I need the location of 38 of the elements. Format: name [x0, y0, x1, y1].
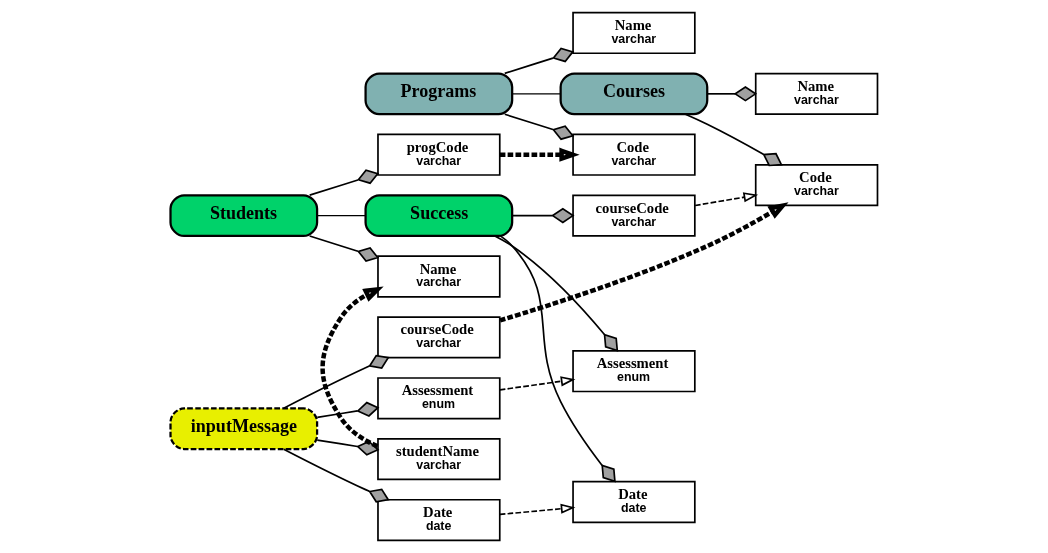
connector	[494, 235, 619, 352]
arrow	[694, 192, 759, 207]
node-box: Students	[169, 194, 319, 238]
connector	[308, 169, 380, 196]
connector	[503, 113, 575, 141]
connector	[499, 235, 616, 483]
connector	[308, 235, 380, 262]
connector	[511, 207, 575, 224]
node-box: courseCode varchar	[572, 194, 696, 237]
arrow	[499, 202, 789, 323]
connector	[706, 86, 758, 102]
node-box: progCode varchar	[377, 133, 501, 176]
node-box: Name varchar	[572, 11, 696, 55]
node-box: Code varchar	[754, 164, 879, 207]
node-box: Code varchar	[572, 133, 696, 176]
connector	[316, 401, 380, 419]
node-box: studentName varchar	[377, 438, 501, 481]
node-box: Courses	[559, 72, 709, 116]
node-box: Date date	[377, 498, 501, 542]
node-box: Assessment enum	[377, 377, 501, 420]
connector	[503, 47, 575, 75]
arrow	[499, 376, 576, 391]
node-box: Name varchar	[754, 72, 879, 115]
node-box: courseCode varchar	[377, 316, 501, 359]
node-box: Assessment enum	[572, 350, 696, 393]
arrow	[499, 503, 576, 516]
connector	[684, 113, 783, 167]
node-box: Success	[364, 194, 514, 238]
node-box: Date date	[572, 480, 696, 524]
arrow	[499, 147, 580, 162]
node-box: inputMessage	[169, 407, 319, 451]
connector	[316, 215, 366, 217]
connector	[282, 354, 390, 410]
connector	[282, 448, 390, 503]
node-box: Programs	[364, 72, 514, 116]
connector	[511, 93, 561, 95]
node-box: Name varchar	[377, 255, 501, 298]
arrow	[320, 286, 384, 449]
